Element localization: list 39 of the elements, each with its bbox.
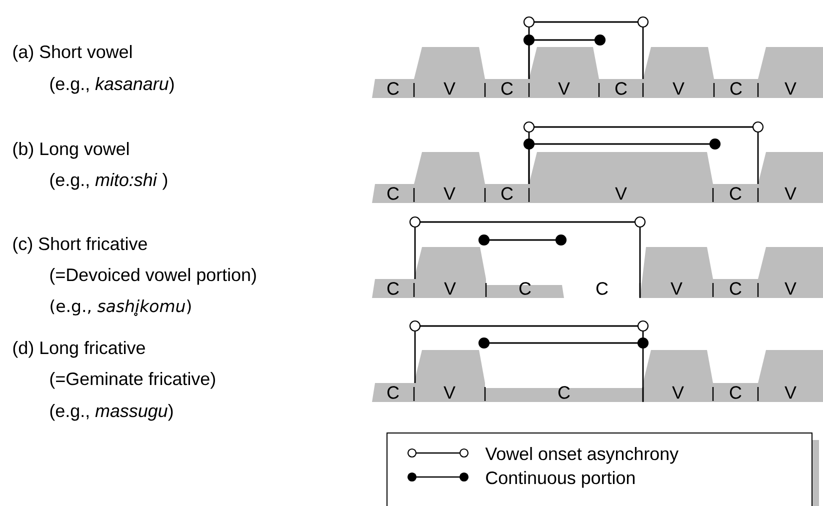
- segment-block: V: [757, 47, 823, 98]
- segment-block: V: [413, 47, 485, 98]
- segment-block: C: [713, 79, 758, 98]
- segment-block: C: [372, 79, 414, 98]
- segment-block: V: [757, 247, 823, 298]
- segment-block: V: [413, 247, 486, 298]
- label-text: (e.g., sashi̥komu): [50, 299, 191, 316]
- segment-block: V: [528, 152, 713, 203]
- segment-label: C: [596, 282, 608, 295]
- label-text: (d) Long fricative: [13, 341, 145, 358]
- segment-block: C: [712, 184, 758, 203]
- label-text: (=Devoiced vowel portion): [50, 268, 256, 285]
- segment-block: C: [712, 383, 758, 402]
- segment-block: C: [484, 184, 529, 203]
- label-text: (a) Short vowel: [13, 45, 132, 62]
- segment-block: V: [413, 152, 485, 203]
- label-text: (c) Short fricative: [13, 237, 147, 254]
- segment-block: V: [528, 47, 599, 98]
- segment-block: C: [712, 279, 758, 298]
- segment-block: V: [642, 47, 714, 98]
- label-text: (e.g., mito:shi ): [50, 173, 168, 190]
- segment-block: C: [484, 386, 643, 402]
- segment-block: C: [372, 184, 414, 203]
- segment-block: V: [757, 152, 823, 203]
- legend-text: Vowel onset asynchrony: [485, 447, 679, 464]
- segment-block: C: [484, 79, 529, 98]
- segment-block: C: [372, 383, 414, 402]
- segment-block: V: [757, 350, 823, 402]
- label-text: (=Geminate fricative): [50, 372, 215, 389]
- label-text: (b) Long vowel: [13, 142, 129, 159]
- segment-block: C: [485, 282, 564, 298]
- segment-block: V: [642, 350, 713, 402]
- segment-block: V: [639, 247, 713, 298]
- label-text: (e.g., massugu): [50, 404, 173, 421]
- label-text: (e.g., kasanaru): [50, 77, 174, 94]
- legend-text: Continuous portion: [486, 471, 635, 488]
- segment-block: C: [598, 79, 643, 98]
- segment-block: C: [372, 279, 414, 298]
- segment-block: V: [413, 350, 485, 402]
